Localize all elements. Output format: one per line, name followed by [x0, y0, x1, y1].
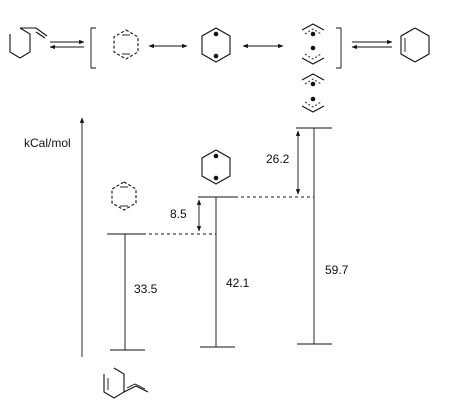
value-diyl-pathway: 33.5 [134, 282, 158, 296]
baseline-reactant-structure [103, 367, 149, 399]
equilibrium-arrow-left [49, 39, 85, 50]
resonance-cyclohexane-diyl [201, 27, 231, 63]
left-bracket [90, 27, 96, 69]
value-dienyl-pathway: 59.7 [325, 263, 349, 277]
value-diradical-above-diyl: 8.5 [170, 207, 187, 221]
reactant-hexadiene [9, 27, 48, 59]
right-bracket [336, 27, 342, 69]
diradical-structure [201, 149, 231, 185]
value-diradical-pathway: 42.1 [226, 276, 250, 290]
resonance-chair-ts [113, 29, 139, 60]
product-hexadiene [400, 27, 430, 63]
resonance-bis-allyl [301, 23, 325, 65]
reaction-scheme [9, 23, 430, 113]
bis-allyl-stack [301, 73, 325, 113]
value-dienyl-above-diradical: 26.2 [266, 152, 290, 166]
equilibrium-arrow-right [351, 39, 393, 50]
axis-unit-label: kCal/mol [24, 136, 71, 150]
energy-diagram: kCal/mol 33.5 42.1 59.7 8.5 26.2 [24, 117, 349, 399]
diyl-structure [111, 181, 137, 211]
